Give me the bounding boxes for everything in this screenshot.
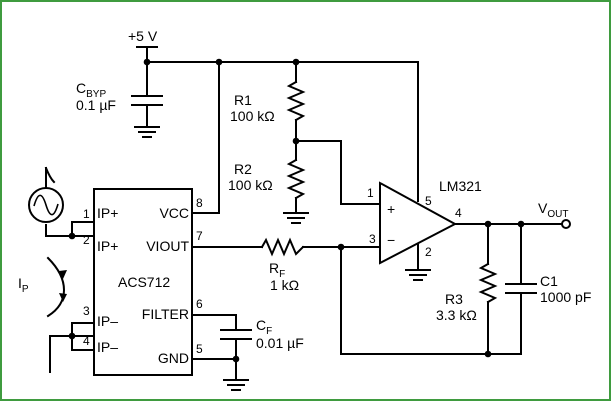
opamp-lm321: + − — [379, 181, 458, 265]
cf-value: 0.01 µF — [256, 335, 304, 351]
supply-5v: +5 V — [128, 28, 158, 63]
c1-value: 1000 pF — [540, 289, 591, 305]
cbyp-name: CBYP — [76, 80, 106, 100]
ic-name: ACS712 — [118, 274, 170, 290]
resistor-r2 — [286, 140, 306, 214]
capacitor-cf — [220, 329, 252, 381]
ip-current-arrow — [46, 256, 67, 318]
output-wire — [454, 219, 571, 229]
resistor-r3 — [478, 223, 498, 355]
ic-pin-label-gnd: GND — [158, 350, 189, 366]
ground-symbol-r2 — [283, 212, 309, 224]
cf-name: CF — [256, 317, 272, 337]
ic-pin-num-2: 2 — [83, 233, 90, 247]
opamp-plus-sign: + — [387, 201, 395, 217]
opamp-pin-1: 1 — [367, 186, 374, 200]
rf-name: RF — [269, 260, 285, 280]
ic-pin-num-8: 8 — [196, 196, 203, 210]
r2-value: 100 kΩ — [228, 177, 273, 193]
top-rail-wire — [143, 58, 419, 214]
rf-value: 1 kΩ — [270, 277, 299, 293]
opamp-pin-4: 4 — [455, 206, 462, 220]
opamp-ground — [405, 244, 431, 281]
ip-minus-wiring — [49, 322, 95, 373]
ip-plus-wiring — [45, 221, 95, 240]
r1-value: 100 kΩ — [230, 108, 275, 124]
ic-pin-label-ip2: IP+ — [97, 238, 118, 254]
vout-terminal — [561, 219, 571, 229]
opamp-minus-sign: − — [387, 232, 395, 248]
opamp-pin-3: 3 — [369, 232, 376, 246]
r2-name: R2 — [234, 161, 252, 177]
filter-wire — [191, 314, 237, 331]
ac-source-symbol — [28, 166, 64, 223]
resistor-r1 — [286, 61, 306, 142]
opamp-pin-2: 2 — [425, 245, 432, 259]
ic-pin-num-4: 4 — [83, 334, 90, 348]
ic-pin-label-ipm4: IP– — [97, 339, 118, 355]
vout-label: VOUT — [538, 200, 568, 220]
opamp-pin-5: 5 — [425, 194, 432, 208]
ground-symbol-ic — [223, 379, 249, 391]
opamp-name: LM321 — [439, 178, 482, 194]
cbyp-value: 0.1 µF — [76, 97, 116, 113]
supply-label: +5 V — [128, 28, 158, 44]
ic-pin-label-ipm3: IP– — [97, 313, 118, 329]
feedback-wire — [340, 246, 522, 358]
ic-pin-num-7: 7 — [196, 229, 203, 243]
capacitor-c1 — [505, 223, 537, 355]
r1-name: R1 — [234, 92, 252, 108]
ic-pin-num-6: 6 — [196, 297, 203, 311]
r3-name: R3 — [445, 291, 463, 307]
ground-symbol-cbyp — [134, 126, 160, 138]
capacitor-cbyp — [131, 61, 163, 128]
ic-pin-label-ip1: IP+ — [97, 205, 118, 221]
ic-pin-label-filter: FILTER — [142, 306, 189, 322]
resistor-rf — [260, 237, 305, 257]
ic-pin-num-1: 1 — [83, 207, 90, 221]
r3-value: 3.3 kΩ — [436, 307, 477, 323]
ic-acs712: ACS712 — [93, 188, 193, 376]
ip-label: IP — [18, 275, 29, 295]
ic-pin-label-vcc: VCC — [159, 205, 189, 221]
ic-pin-num-5: 5 — [196, 342, 203, 356]
ic-pin-label-viout: VIOUT — [146, 238, 189, 254]
ic-pin-num-3: 3 — [83, 304, 90, 318]
divider-node-wire — [292, 137, 381, 205]
c1-name: C1 — [540, 273, 558, 289]
